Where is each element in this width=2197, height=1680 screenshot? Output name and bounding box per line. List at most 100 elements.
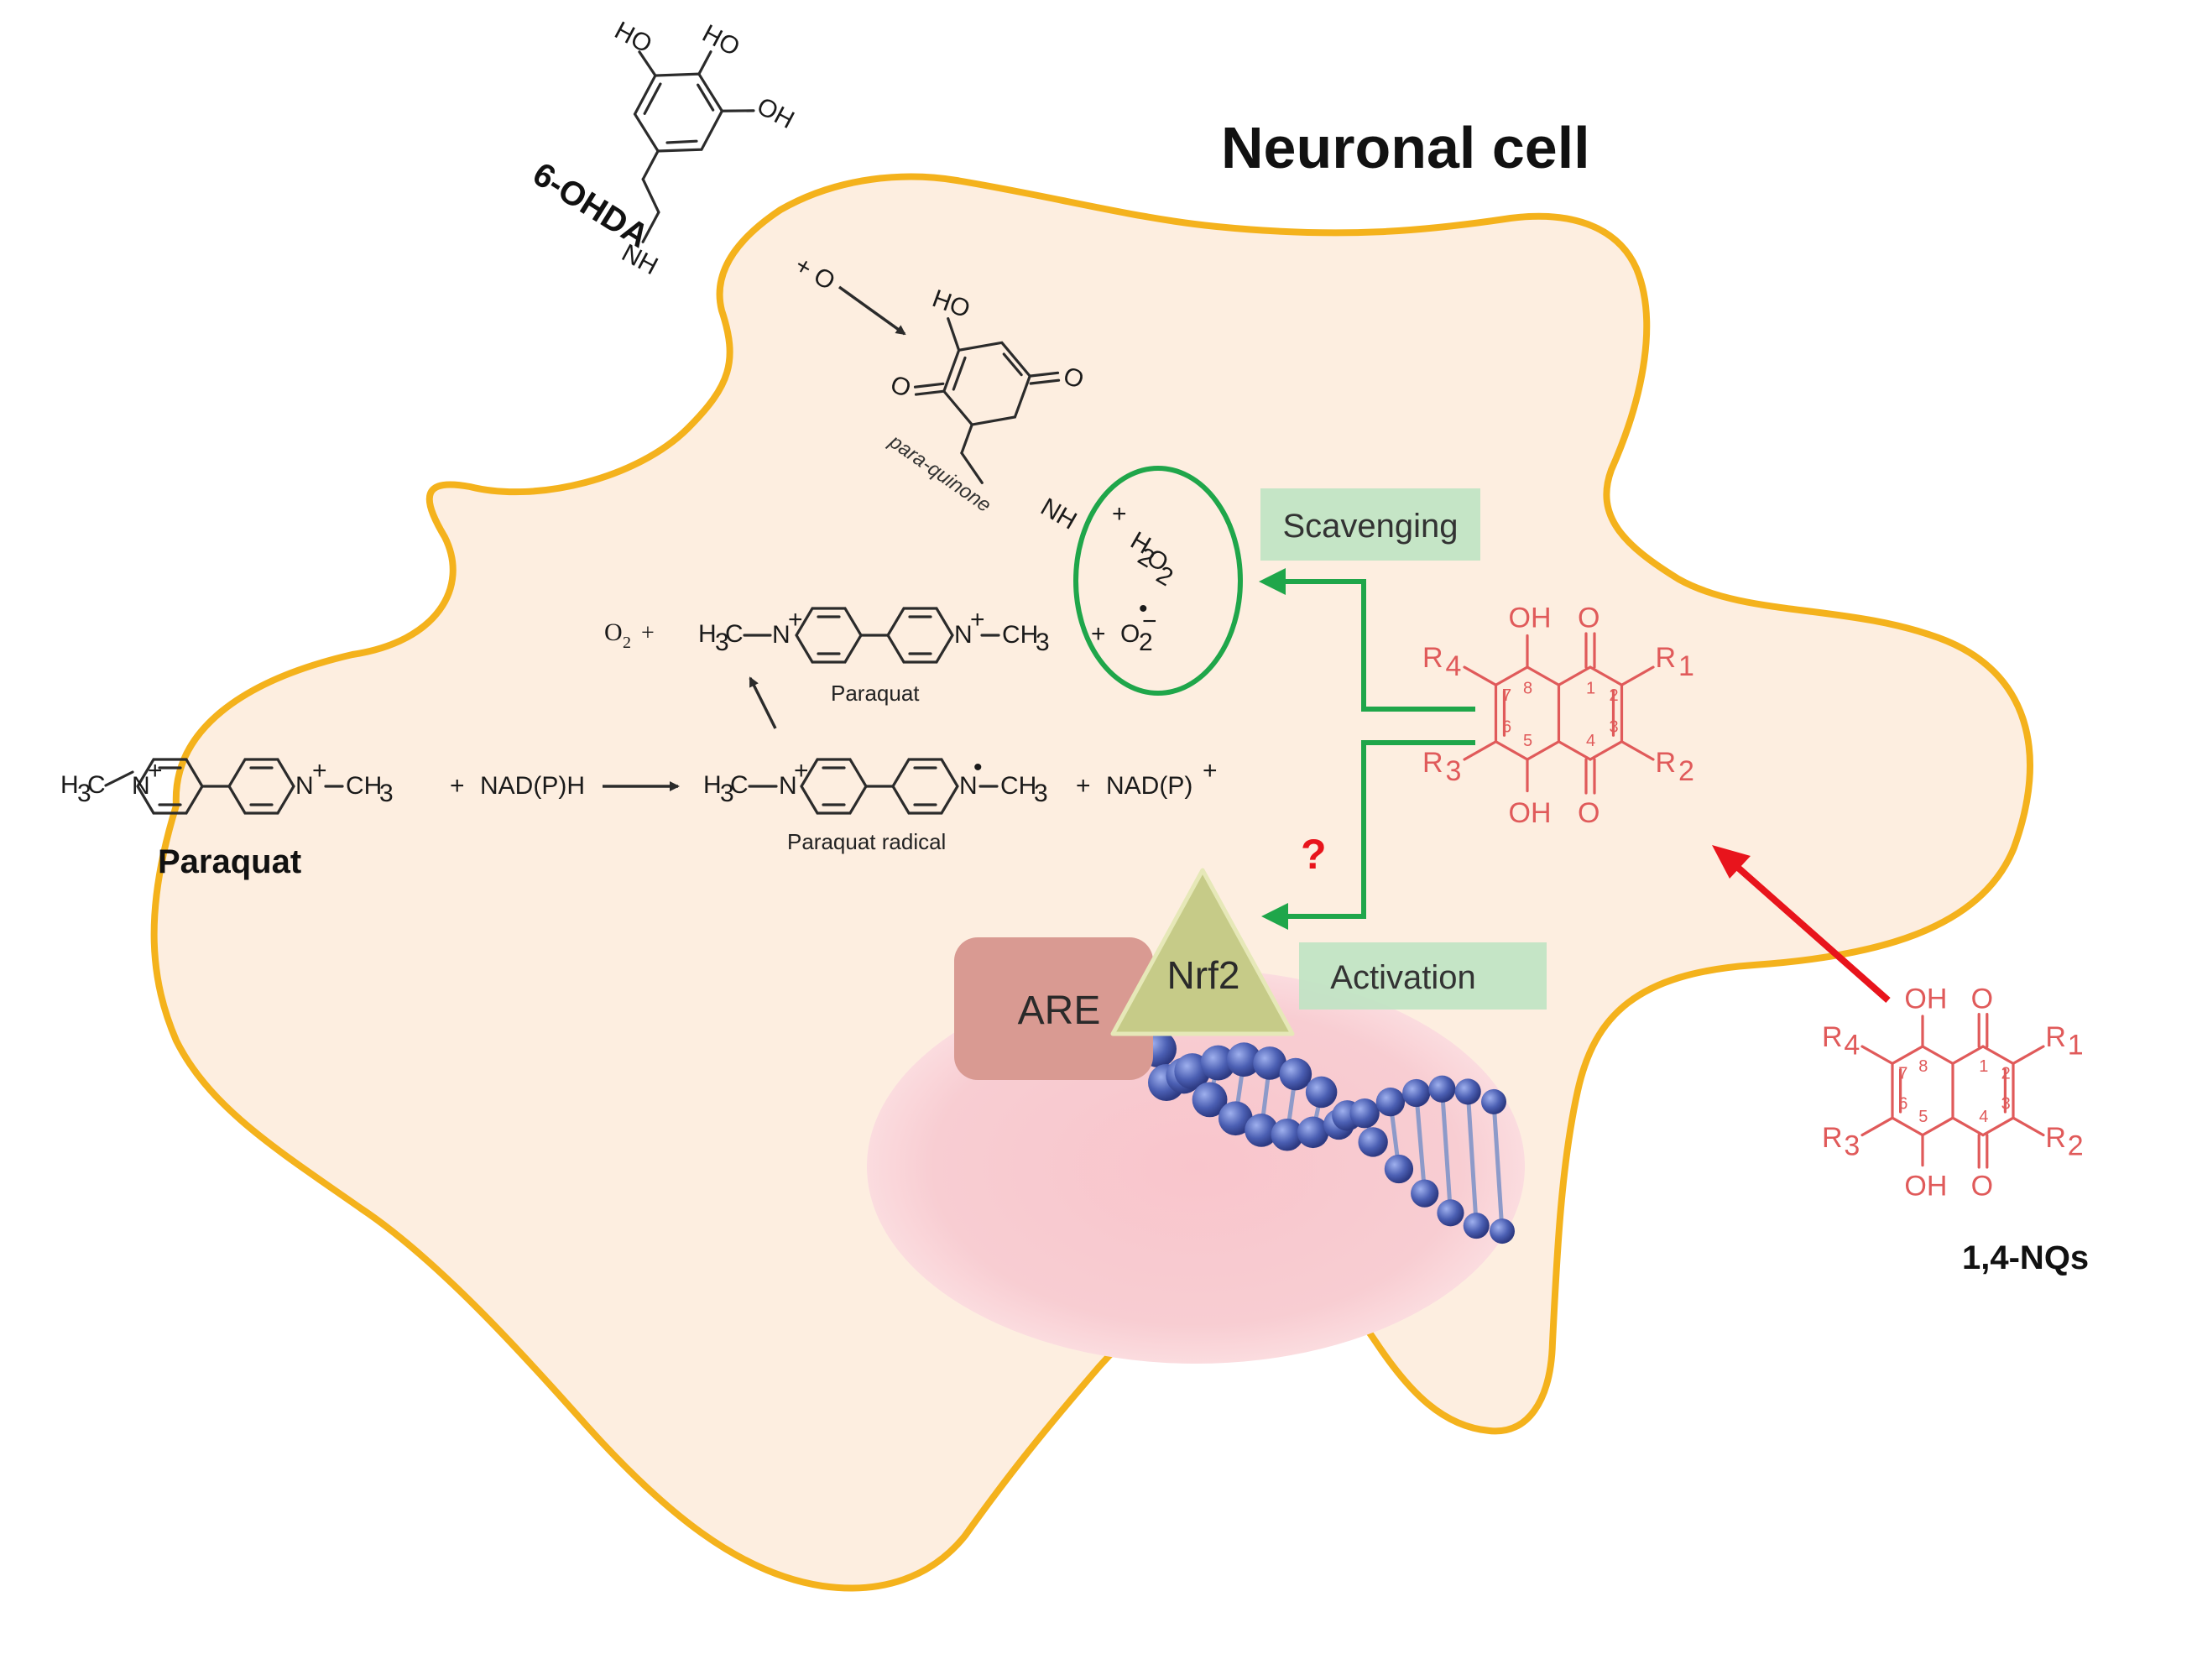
svg-text:N: N <box>954 621 973 649</box>
dna-ball <box>1218 1101 1253 1136</box>
dna-ball <box>1481 1088 1506 1114</box>
nq-ring-number: 8 <box>1523 679 1532 697</box>
ohda-label: 6-OHDA <box>526 155 655 255</box>
svg-text:CH: CH <box>346 772 382 800</box>
nadp-plus-sign: + <box>1203 757 1218 785</box>
nq-r3-sub: 3 <box>1844 1130 1860 1162</box>
nq-r1-sub: 1 <box>2068 1030 2084 1062</box>
nq-bond <box>1860 1045 1894 1066</box>
superoxide-minus: − <box>1142 608 1157 635</box>
dna-ball <box>1375 1088 1406 1117</box>
dna-ball <box>1402 1078 1431 1108</box>
dna-ball <box>1411 1179 1439 1208</box>
nq-r4: R <box>1822 1021 1843 1053</box>
cell-membrane <box>150 173 2033 1592</box>
paraquat-molecule: H 3 C N + N + CH 3 <box>60 757 394 815</box>
dna-rung <box>1414 1093 1427 1194</box>
paraquat-radical-molecule: H 3 C N + N • CH 3 <box>703 754 1048 815</box>
svg-text:H: H <box>703 771 722 799</box>
nq-o-bottom: O <box>1971 1171 1993 1203</box>
nq-r3: R <box>1822 1122 1843 1154</box>
dna-ball <box>1192 1082 1228 1118</box>
nq-r1: R <box>2045 1021 2066 1053</box>
nq-bond <box>1951 1045 1985 1066</box>
svg-text:H: H <box>698 620 717 648</box>
nq-ring-number: 2 <box>1610 686 1619 705</box>
svg-text:N: N <box>772 621 791 649</box>
nq-r1-sub: 1 <box>1678 650 1694 682</box>
nq-bond <box>1494 665 1529 686</box>
nrf2-label: Nrf2 <box>1167 953 1240 997</box>
dna-ball <box>1428 1075 1456 1103</box>
paraquat-upper-label: Paraquat <box>831 681 920 706</box>
reaction-plus-2: + <box>1076 772 1091 800</box>
dna-ball <box>1454 1078 1481 1105</box>
paraquat-label: Paraquat <box>158 843 301 880</box>
entry-arrow-line <box>1735 864 1891 1003</box>
o2-reactant: O <box>604 618 623 646</box>
nq-oh-top: OH <box>1509 603 1552 634</box>
nq-r2: R <box>1656 747 1677 779</box>
nq-o-bottom: O <box>1578 797 1599 829</box>
are-label: ARE <box>1018 989 1101 1033</box>
superoxide-dot: • <box>1139 595 1148 623</box>
svg-text:•: • <box>973 754 983 781</box>
ros-circle <box>1073 466 1243 696</box>
ohda-to-quinone-arrow <box>838 285 906 336</box>
nq-bond <box>1891 1045 1924 1066</box>
svg-text:N: N <box>959 772 978 800</box>
svg-text:C: C <box>730 771 749 799</box>
nqs-label: 1,4-NQs <box>1962 1239 2089 1276</box>
svg-text:N: N <box>295 772 314 800</box>
nq-r2-sub: 2 <box>1678 755 1694 787</box>
nq-ring-number: 6 <box>1502 718 1511 737</box>
dna-rung <box>1465 1091 1479 1226</box>
nadp-label: NAD(P) <box>1106 772 1192 800</box>
nq-ring-number: 7 <box>1898 1064 1907 1083</box>
nq-ring-number: 8 <box>1918 1057 1928 1076</box>
nq-ring-number: 1 <box>1979 1057 1988 1076</box>
nq-ring-number: 6 <box>1898 1094 1907 1113</box>
svg-text:3: 3 <box>379 780 394 807</box>
nq-ring-number: 5 <box>1523 732 1532 750</box>
dna-rung <box>1491 1101 1505 1232</box>
dna-ball <box>1490 1218 1515 1244</box>
nq-bond <box>1981 1045 2015 1066</box>
h2o2-plus: + <box>1112 500 1127 528</box>
are-box <box>954 937 1153 1080</box>
svg-text:3: 3 <box>720 780 734 807</box>
green-arrows <box>1267 579 1475 919</box>
scavenging-box <box>1260 488 1480 561</box>
reaction-plus-1: + <box>450 772 465 800</box>
nq-bond <box>1463 665 1498 686</box>
svg-text:HO: HO <box>610 17 656 59</box>
nrf2-triangle <box>1110 868 1295 1036</box>
nq-r1: R <box>1656 642 1677 674</box>
svg-text:+: + <box>148 757 163 785</box>
svg-text:3: 3 <box>715 629 729 656</box>
nq-r4-sub: 4 <box>1446 650 1462 682</box>
radical-to-paraquat-arrow <box>749 676 777 729</box>
dna-ball <box>1279 1057 1312 1091</box>
dna-ball <box>1245 1114 1278 1147</box>
nq-bond <box>1589 665 1624 686</box>
nq-bond <box>2012 1045 2045 1066</box>
scavenging-arrowhead <box>1259 568 1286 595</box>
nq-ring-number: 3 <box>2001 1094 2011 1113</box>
dna-ball <box>1226 1042 1261 1077</box>
nq-bond <box>1494 740 1529 761</box>
nq-bond <box>1463 740 1498 761</box>
svg-text:OH: OH <box>752 92 798 134</box>
nq-bond <box>1921 1116 1954 1137</box>
nq-bond <box>1981 1116 2015 1137</box>
svg-text:+: + <box>312 757 327 785</box>
nq-r2: R <box>2045 1122 2066 1154</box>
svg-text:H: H <box>60 771 79 799</box>
nq-bond <box>1557 665 1592 686</box>
svg-text:+: + <box>788 606 803 634</box>
svg-text:3: 3 <box>1036 629 1050 656</box>
nq-bond <box>1860 1116 1894 1137</box>
